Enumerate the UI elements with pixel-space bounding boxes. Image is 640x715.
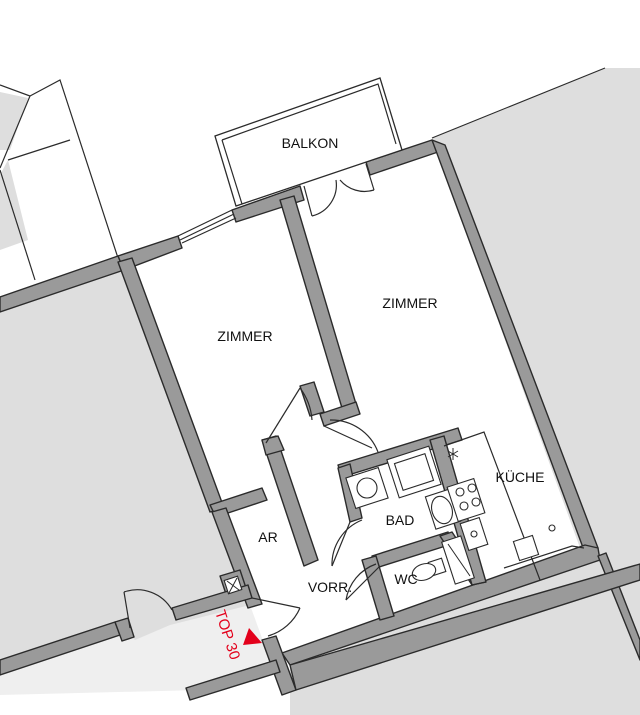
label-ar: AR <box>258 529 277 545</box>
kitchen-cabinet <box>503 524 585 569</box>
red-triangle-icon <box>243 628 262 645</box>
balcony-outline <box>214 77 403 207</box>
wall-left-zimmer-upper <box>299 381 325 417</box>
door-entrance <box>251 597 301 637</box>
wall-between-zimmer <box>279 195 357 409</box>
neighbour-area-left <box>0 260 258 670</box>
washing-machine <box>345 466 389 510</box>
label-kueche: KÜCHE <box>495 468 544 485</box>
shaft-box <box>223 575 243 595</box>
door-right-zimmer <box>323 419 379 453</box>
installation-shaft <box>440 535 476 585</box>
label-vorraum: VORR. <box>308 579 352 595</box>
kitchen-sink <box>459 516 489 552</box>
wall-corridor-bottom-right <box>289 563 640 691</box>
balcony-inner-line <box>221 83 397 145</box>
door-wc <box>345 563 381 601</box>
window-left-zimmer <box>177 209 237 244</box>
label-zimmer-right: ZIMMER <box>382 295 437 311</box>
neighbour-area-topleft <box>0 92 28 150</box>
wc-toilet <box>411 557 447 582</box>
label-balkon: BALKON <box>282 135 339 151</box>
kitchen-counter <box>443 431 541 586</box>
wall-top-facade <box>431 67 606 139</box>
star-marker-icon <box>447 448 459 460</box>
wall-zimmer-right-bottom <box>319 401 361 427</box>
door-left-zimmer <box>265 387 313 444</box>
shower-tray <box>386 445 442 499</box>
label-wc: WC <box>394 571 417 587</box>
label-bad: BAD <box>386 512 415 528</box>
corridor-area <box>0 605 270 695</box>
neighbour-balcony-outline <box>0 79 119 281</box>
wall-left-zimmer-door-side <box>261 435 319 567</box>
neighbour-area-topleft-2 <box>0 160 28 250</box>
wall-bottom <box>281 544 601 666</box>
wall-corridor-bottom <box>185 659 281 701</box>
door-corridor <box>123 589 173 629</box>
door-bad <box>331 519 363 567</box>
kitchen-hob <box>446 477 486 523</box>
balcony-door <box>303 163 375 217</box>
balcony-inner-line-2 <box>221 139 243 205</box>
label-zimmer-left: ZIMMER <box>217 328 272 344</box>
wall-wc-left <box>361 555 395 621</box>
